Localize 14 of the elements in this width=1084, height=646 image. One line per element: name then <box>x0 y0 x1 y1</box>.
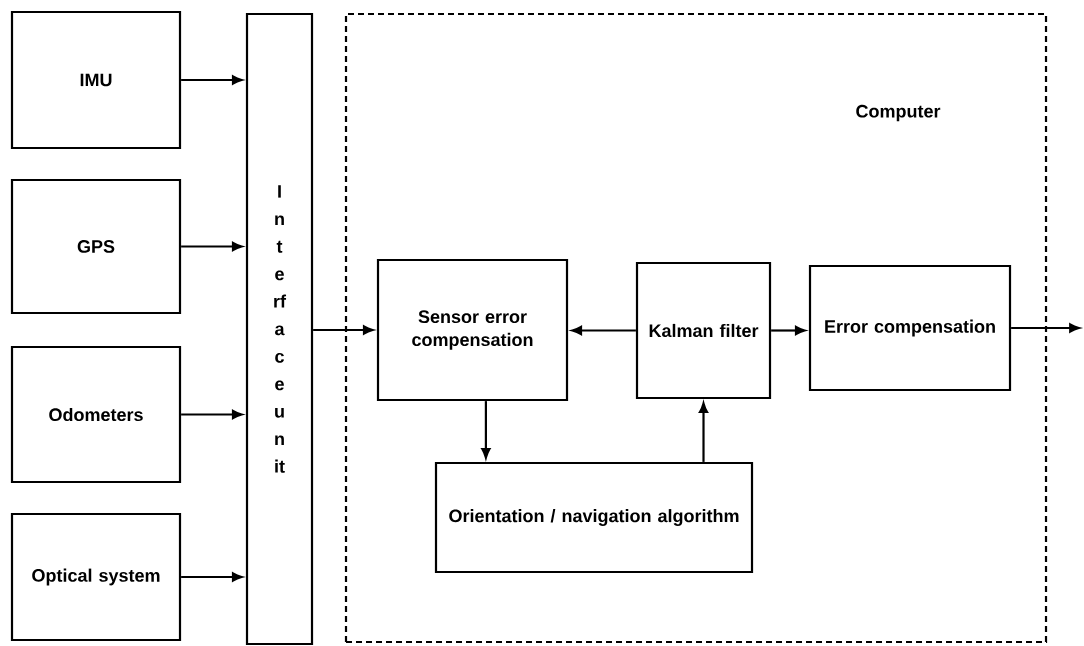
process-box: IMU <box>10 10 182 150</box>
process-box: GPS <box>10 178 182 315</box>
process-box: Kalman filter <box>635 261 772 400</box>
arrow <box>481 401 491 459</box>
process-box: Error compensation <box>808 264 1012 392</box>
arrow <box>1011 323 1080 333</box>
process-box: Optical system <box>10 512 182 642</box>
process-box: Sensor error compensation <box>376 258 569 402</box>
process-box: Orientation / navigation algorithm <box>434 461 754 574</box>
arrow <box>313 325 374 335</box>
arrow <box>181 75 243 85</box>
process-box: Odometers <box>10 345 182 484</box>
arrow <box>181 572 243 582</box>
interface-bar: Interface unit <box>245 12 314 646</box>
